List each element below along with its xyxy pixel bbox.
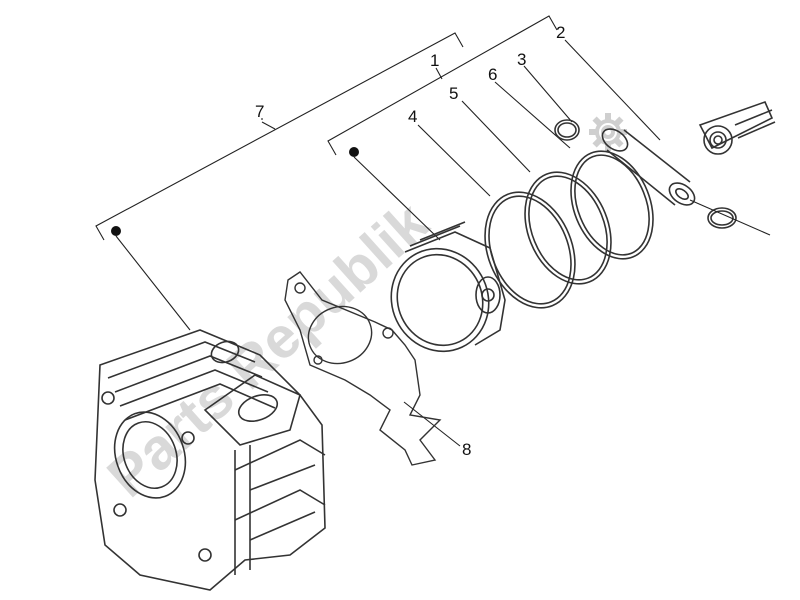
piston xyxy=(390,221,506,353)
cylinder-block xyxy=(94,329,326,591)
leader-line-rod xyxy=(689,199,771,236)
circlip xyxy=(554,119,580,141)
circlip-2 xyxy=(707,207,737,229)
oil-scraper-ring xyxy=(484,191,576,309)
bracket-group-7 xyxy=(95,32,464,241)
compression-ring xyxy=(524,171,612,285)
leader-lines xyxy=(115,39,661,447)
callout-1: 1 xyxy=(430,51,439,70)
cylinder-base-gasket xyxy=(284,271,442,466)
callout-8: 8 xyxy=(462,440,471,459)
kit-dot-icon xyxy=(111,226,121,236)
callout-4: 4 xyxy=(408,107,417,126)
callout-7: 7 xyxy=(255,102,264,121)
piston-pin xyxy=(601,128,696,206)
callout-2: 2 xyxy=(556,23,565,42)
watermark-text: Parts Republik xyxy=(95,189,441,510)
kit-dot-icon xyxy=(349,147,359,157)
bracket-group-1 xyxy=(327,15,558,156)
callout-3: 3 xyxy=(517,50,526,69)
callout-5: 5 xyxy=(449,84,458,103)
connecting-rod xyxy=(698,100,776,155)
callout-6: 6 xyxy=(488,65,497,84)
compression-ring-2 xyxy=(570,150,654,260)
